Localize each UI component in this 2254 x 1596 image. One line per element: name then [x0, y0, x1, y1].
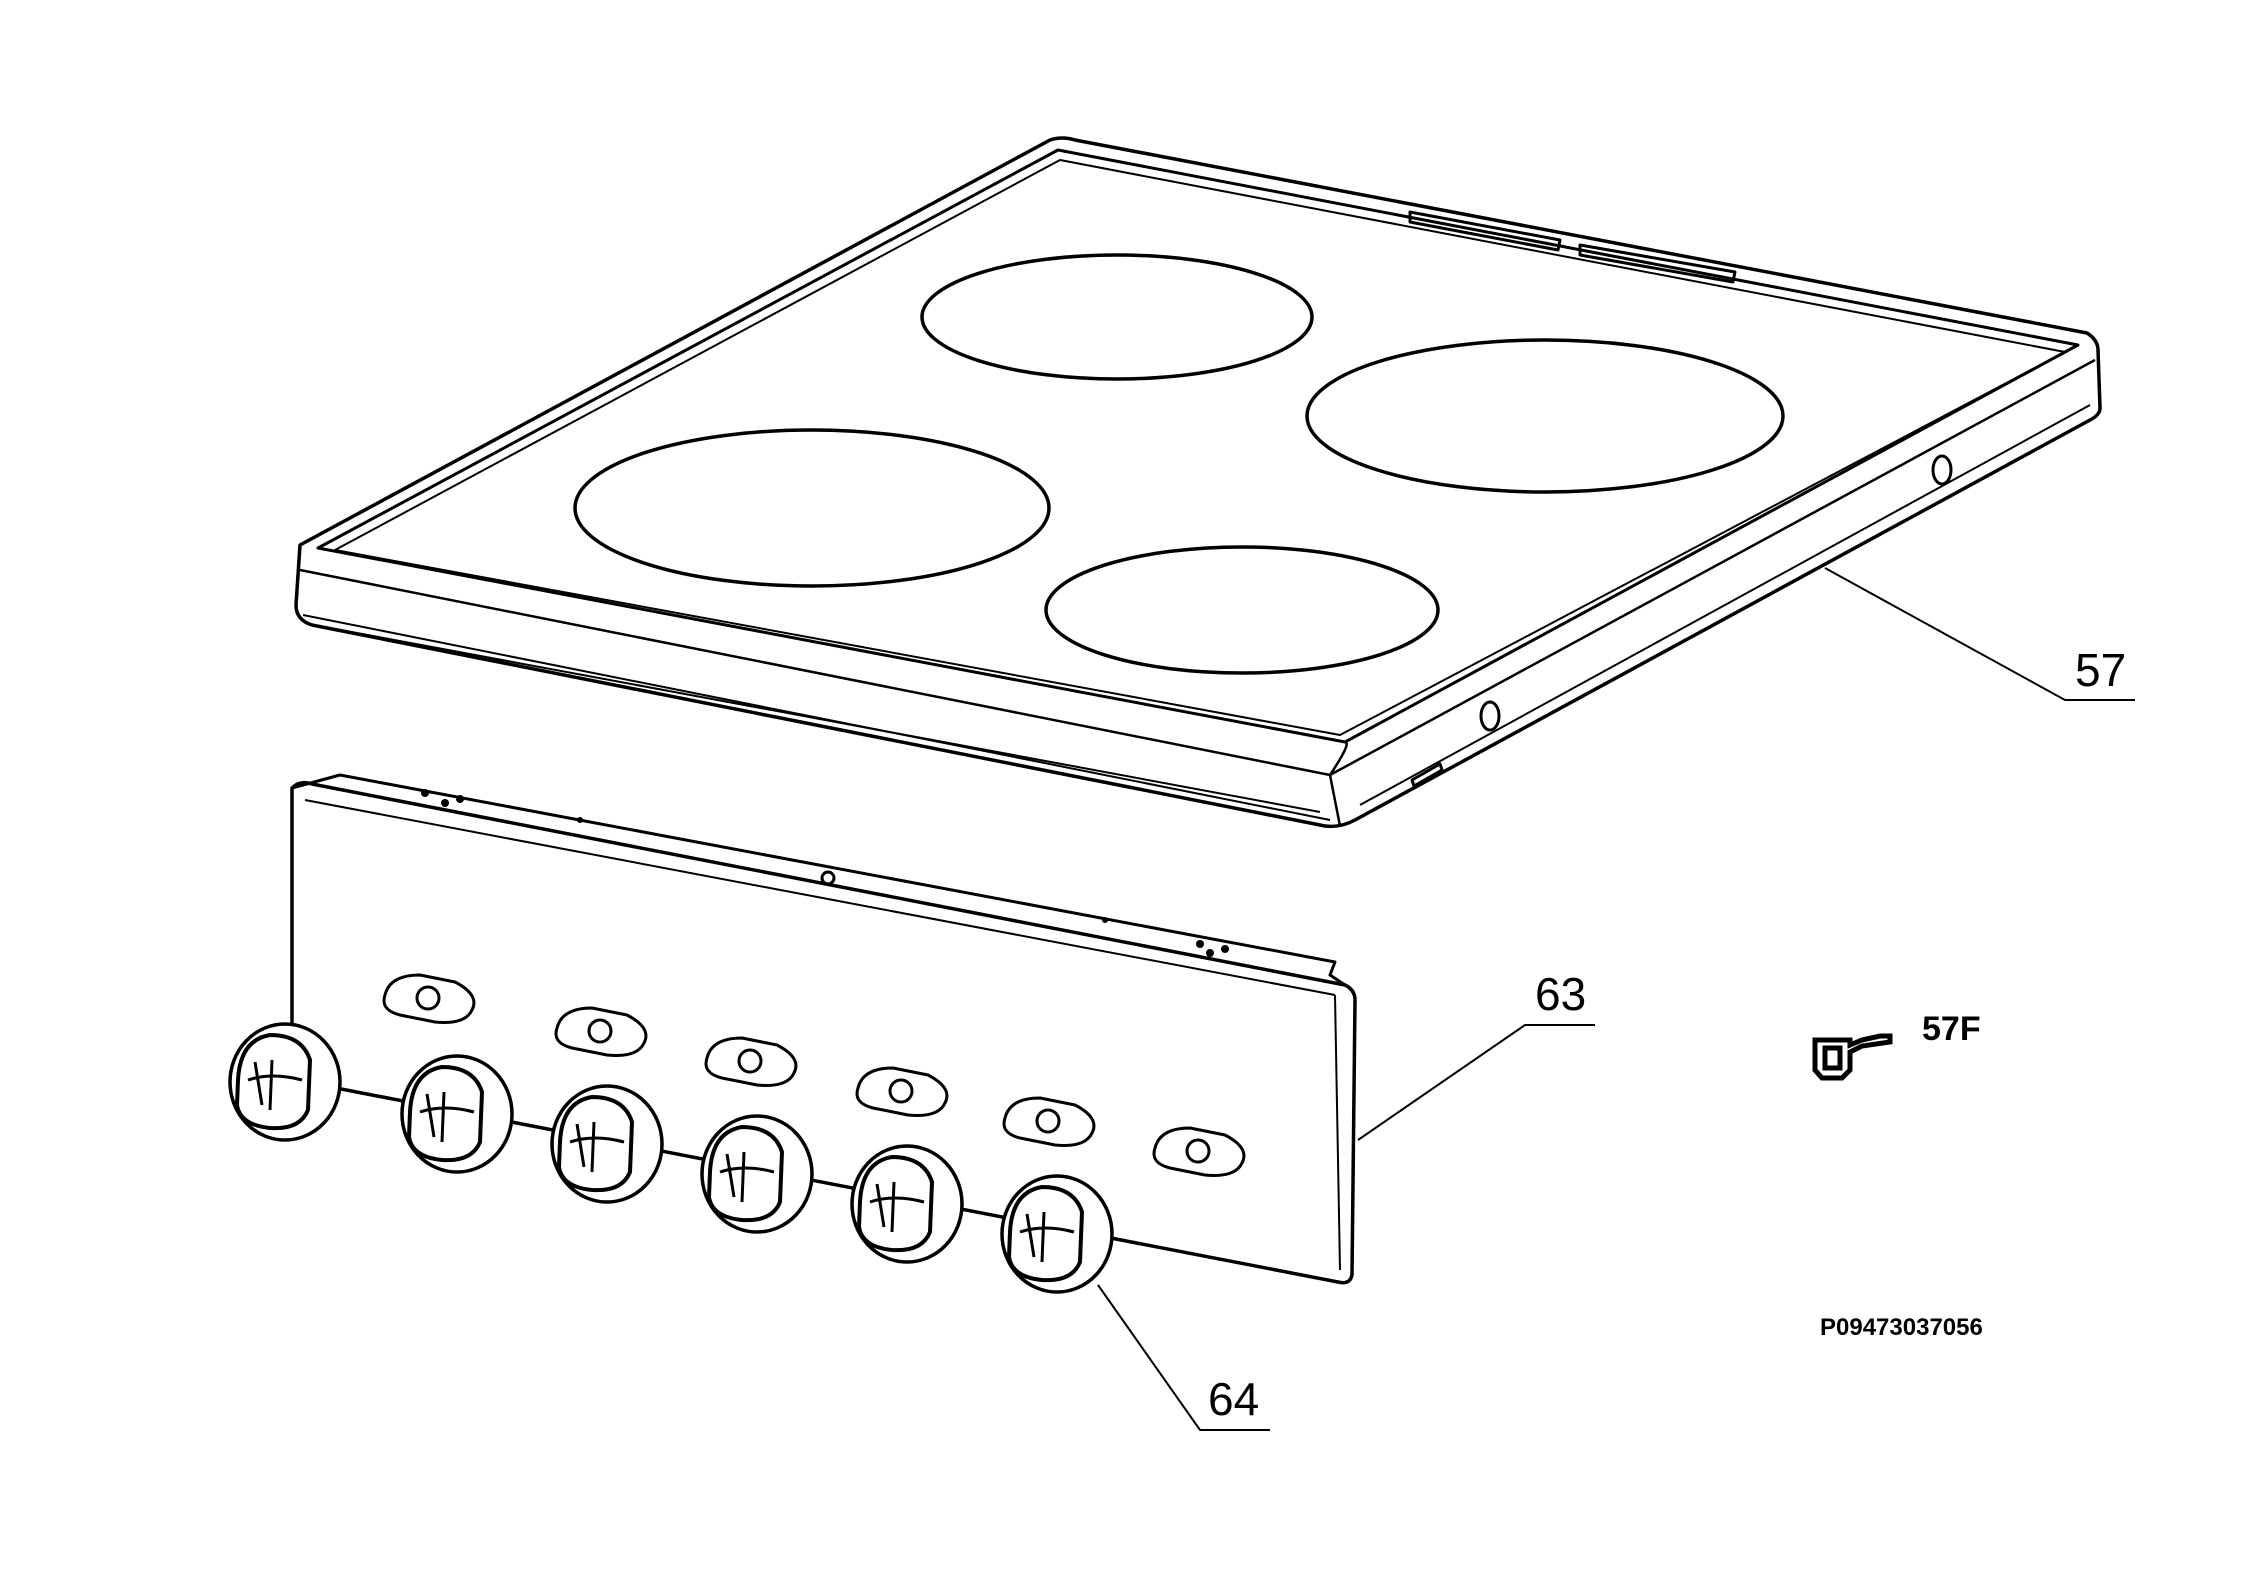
leader-line-57 [1824, 567, 2135, 701]
cooking-zone-front-right [1044, 545, 1440, 675]
cooking-zone-back-left [920, 253, 1314, 381]
control-knob [550, 1084, 664, 1204]
callout-label-57: 57 [2075, 644, 2126, 696]
cooktop-side-slot [1410, 762, 1444, 788]
cooktop-side-edge [1359, 404, 2091, 806]
switch-mount [704, 1036, 798, 1087]
knob-row [228, 1022, 1114, 1294]
control-panel-top-flange [291, 773, 1346, 987]
cooktop-rim-inner-2 [334, 159, 2066, 736]
control-panel-top-holes [421, 789, 1229, 957]
service-kit-icon [1812, 1033, 1893, 1081]
leader-line-63 [1357, 1024, 1595, 1141]
control-panel-side-return [1334, 994, 1341, 1271]
callout-leaders [1097, 567, 2135, 1431]
cooking-zone-front-left [573, 428, 1051, 588]
switch-mount [382, 973, 476, 1024]
control-panel-top-flange-inner [304, 799, 1336, 996]
switch-mount [1152, 1126, 1246, 1177]
cooktop-side-hole [1931, 454, 1953, 486]
cooktop-back-vent [1578, 243, 1737, 284]
control-knob [228, 1022, 342, 1142]
control-panel-center-hole [820, 870, 836, 886]
callout-label-63: 63 [1535, 968, 1586, 1020]
switch-mount [855, 1066, 949, 1117]
symbol-label: 57F [1922, 1010, 1981, 1048]
switch-mount [1002, 1096, 1096, 1147]
cooktop-side-hole [1479, 700, 1501, 732]
control-knob [850, 1144, 964, 1264]
cooktop-outer-frame [294, 136, 2102, 829]
switch-mount [554, 1006, 648, 1057]
cooktop-front-edge-lower-2 [329, 627, 1321, 813]
cooktop-corner [1328, 740, 1348, 827]
callout-label-64: 64 [1208, 1373, 1259, 1425]
control-knob [1000, 1174, 1114, 1294]
control-knob [400, 1054, 514, 1174]
leader-line-64 [1097, 1284, 1270, 1431]
cooking-zone-back-right [1305, 338, 1785, 494]
cooktop-assembly [294, 136, 2102, 829]
control-knob [700, 1114, 814, 1234]
cooktop-back-vent [1408, 210, 1562, 252]
cooktop-rim-inner [316, 148, 2080, 744]
drawing-code: P09473037056 [1820, 1314, 1983, 1341]
control-panel-outline [290, 780, 1357, 1285]
control-panel-assembly [290, 773, 1357, 1285]
